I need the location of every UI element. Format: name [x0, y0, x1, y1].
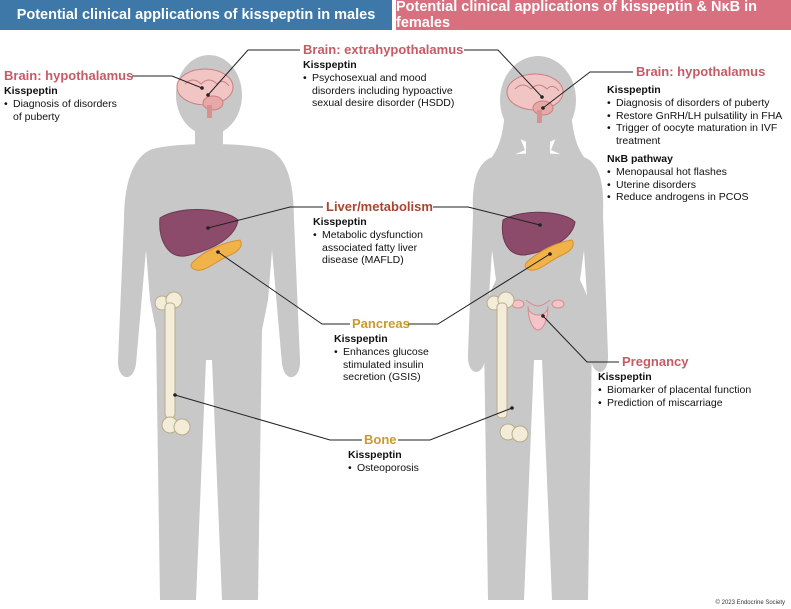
male-hypothalamus-title: Brain: hypothalamus [4, 68, 134, 83]
extrahypothalamus-label: Brain: extrahypothalamus Kisspeptin Psyc… [303, 42, 463, 110]
nkb-item: Reduce androgens in PCOS [607, 191, 782, 204]
bone-title: Bone [364, 432, 397, 447]
extrahypothalamus-title: Brain: extrahypothalamus [303, 42, 464, 57]
male-hypothalamus-subtitle: Kisspeptin [4, 85, 58, 97]
male-femur-icon [154, 291, 191, 436]
nkb-item: Uterine disorders [607, 179, 782, 192]
male-brain-icon [176, 68, 234, 118]
female-femur-icon [486, 291, 529, 443]
male-hypothalamus-item-cont: of puberty [13, 110, 60, 123]
pancreas-subtitle: Kisspeptin [334, 333, 388, 345]
connector-dots [173, 86, 552, 410]
liver-item: Metabolic dysfunction [313, 229, 433, 242]
male-liver-icon [159, 209, 239, 257]
male-silhouette [117, 55, 301, 600]
extrahypothalamus-subtitle: Kisspeptin [303, 59, 357, 71]
female-hypothalamus-title: Brain: hypothalamus [636, 64, 766, 79]
male-hypothalamus-item: Diagnosis of disorders [4, 98, 133, 111]
female-liver-icon [501, 211, 576, 256]
pancreas-title: Pancreas [352, 316, 410, 331]
liver-label: Liver/metabolism Kisspeptin Metabolic dy… [313, 199, 433, 267]
female-hypothalamus-item: Diagnosis of disorders of puberty [607, 97, 782, 110]
female-hypothalamus-item-cont: treatment [616, 134, 661, 147]
liver-subtitle: Kisspeptin [313, 216, 367, 228]
female-uterus-icon [511, 299, 565, 331]
pregnancy-item: Prediction of miscarriage [598, 397, 751, 410]
female-hypothalamus-item: Restore GnRH/LH pulsatility in FHA [607, 110, 782, 123]
pancreas-label: Pancreas Kisspeptin Enhances glucose sti… [334, 316, 429, 384]
male-pancreas-icon [190, 239, 242, 271]
male-banner: Potential clinical applications of kissp… [0, 0, 392, 30]
female-brain-icon [506, 73, 564, 123]
bone-label: Bone Kisspeptin Osteoporosis [348, 432, 419, 475]
pancreas-item: Enhances glucose [334, 346, 429, 359]
female-hypothalamus-label: Brain: hypothalamus Kisspeptin Diagnosis… [607, 64, 782, 204]
liver-title: Liver/metabolism [326, 199, 433, 214]
extrahypothalamus-item-cont: sexual desire disorder (HSDD) [312, 97, 455, 109]
pregnancy-label: Pregnancy Kisspeptin Biomarker of placen… [598, 354, 751, 409]
copyright-text: © 2023 Endocrine Society [715, 600, 785, 606]
nkb-item: Menopausal hot flashes [607, 166, 782, 179]
nkb-pathway-title: NκB pathway [607, 153, 673, 165]
extrahypothalamus-item: Psychosexual and mood [303, 72, 463, 85]
liver-item-cont: associated fatty liver [322, 241, 418, 254]
female-hypothalamus-item: Trigger of oocyte maturation in IVF [607, 122, 782, 135]
male-hypothalamus-label: Brain: hypothalamus Kisspeptin Diagnosis… [4, 68, 133, 123]
pancreas-item-cont: stimulated insulin [343, 358, 424, 371]
female-hypothalamus-subtitle: Kisspeptin [607, 84, 661, 96]
pregnancy-subtitle: Kisspeptin [598, 371, 652, 383]
extrahypothalamus-item-cont: disorders including hypoactive [312, 84, 453, 97]
connector-lines [132, 49, 633, 441]
pancreas-item-cont: secretion (GSIS) [343, 371, 421, 383]
bone-subtitle: Kisspeptin [348, 449, 402, 461]
pregnancy-item: Biomarker of placental function [598, 384, 751, 397]
pregnancy-title: Pregnancy [622, 354, 689, 369]
liver-item-cont: disease (MAFLD) [322, 254, 404, 266]
female-banner: Potential clinical applications of kissp… [396, 0, 791, 31]
bone-item: Osteoporosis [348, 462, 419, 475]
